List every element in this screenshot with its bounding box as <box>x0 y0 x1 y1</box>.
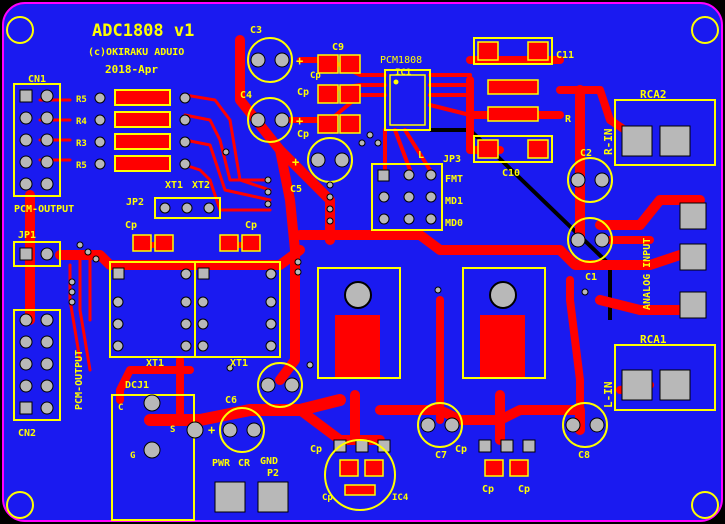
gnd-label: GND <box>260 456 278 467</box>
cp-c4b-label: Cp <box>297 129 309 140</box>
plus-c3: + <box>296 54 303 68</box>
l-in-label: L-IN <box>602 382 615 409</box>
c5-label: C5 <box>290 184 302 195</box>
plane-boundary <box>430 128 612 320</box>
silkscreen-text: ADC1808 v1 (c)OKIRAKU ADUIO 2018-Apr PCM… <box>14 21 667 503</box>
ic1-chip <box>389 74 426 126</box>
regulator-leg-pads <box>333 439 536 453</box>
cp-bottom-label: Cp <box>322 493 333 503</box>
board-title: ADC1808 v1 <box>92 21 194 41</box>
r-label: R <box>565 114 572 125</box>
jp1-label: JP1 <box>18 230 36 241</box>
chip-name: PCM1808 <box>380 55 422 66</box>
c7-label: C7 <box>435 450 447 461</box>
r-in-label: R-IN <box>602 129 615 156</box>
header-outlines <box>13 37 553 421</box>
copyright-text: (c)OKIRAKU ADUIO <box>88 47 184 58</box>
resistors <box>114 89 171 172</box>
l-label: L <box>418 150 424 161</box>
cp-right-label: Cp <box>245 220 257 231</box>
s-pin-label: S <box>170 425 175 435</box>
c2-label: C2 <box>580 148 592 159</box>
plus-c5: + <box>292 155 299 169</box>
cn1-label: CN1 <box>28 74 46 85</box>
cp-reg2-label: Cp <box>455 444 467 455</box>
analog-input-label: ANALOG INPUT <box>642 238 653 310</box>
c8-label: C8 <box>578 450 590 461</box>
xt1-top-label: XT1 <box>165 180 183 191</box>
g-pin-label: G <box>130 451 135 461</box>
cp-left-label: Cp <box>125 220 137 231</box>
dc-jack <box>111 394 289 521</box>
c11-label: C11 <box>556 50 574 61</box>
cp-reg2b-label: Cp <box>482 484 494 495</box>
plus-c4: + <box>296 114 303 128</box>
cp-top-label: Cp <box>310 71 321 81</box>
pcm-output-label: PCM-OUTPUT <box>14 204 74 215</box>
r5b-label: R5 <box>76 161 87 171</box>
vias <box>68 131 589 372</box>
cr-label: CR <box>238 458 251 469</box>
cp-reg2c-label: Cp <box>518 484 530 495</box>
r4-label: R4 <box>76 117 87 127</box>
plus-dc: + <box>208 423 215 437</box>
r3-label: R3 <box>76 139 87 149</box>
cn2-label: CN2 <box>18 428 36 439</box>
c-pin-label: C <box>118 403 123 413</box>
jp2-label: JP2 <box>126 197 144 208</box>
pcm-output-vertical-label: PCM-OUTPUT <box>74 350 85 410</box>
md0-label: MD0 <box>445 218 463 229</box>
date-text: 2018-Apr <box>105 63 158 76</box>
rca1-label: RCA1 <box>640 333 667 346</box>
rca-connectors <box>614 99 716 411</box>
cp-reg1-label: Cp <box>310 444 322 455</box>
c9-label: C9 <box>332 42 344 53</box>
dcj1-label: DCJ1 <box>125 380 149 391</box>
regulator-pads <box>317 267 546 379</box>
xt-right-label: XT1 <box>230 358 248 369</box>
smd-pads <box>132 41 549 496</box>
md1-label: MD1 <box>445 196 463 207</box>
rca2-label: RCA2 <box>640 88 667 101</box>
fmt-label: FMT <box>445 174 463 185</box>
c4-label: C4 <box>240 90 252 101</box>
c1-label: C1 <box>585 272 597 283</box>
c6-label: C6 <box>225 395 237 406</box>
c10-label: C10 <box>502 168 520 179</box>
ic4-label: IC4 <box>392 493 409 503</box>
jp3-label: JP3 <box>443 154 461 165</box>
cp-c4-label: Cp <box>297 87 309 98</box>
r5a-label: R5 <box>76 95 87 105</box>
c3-label: C3 <box>250 25 262 36</box>
through-hole-pads <box>19 89 437 415</box>
ic1-label: IC1 <box>395 68 411 78</box>
xt-left-label: XT1 <box>146 358 164 369</box>
mounting-holes <box>6 16 719 519</box>
xt2-label: XT2 <box>192 180 210 191</box>
electrolytic-caps <box>219 37 613 511</box>
pwr-label: PWR <box>212 458 231 469</box>
p2-label: P2 <box>267 468 279 479</box>
